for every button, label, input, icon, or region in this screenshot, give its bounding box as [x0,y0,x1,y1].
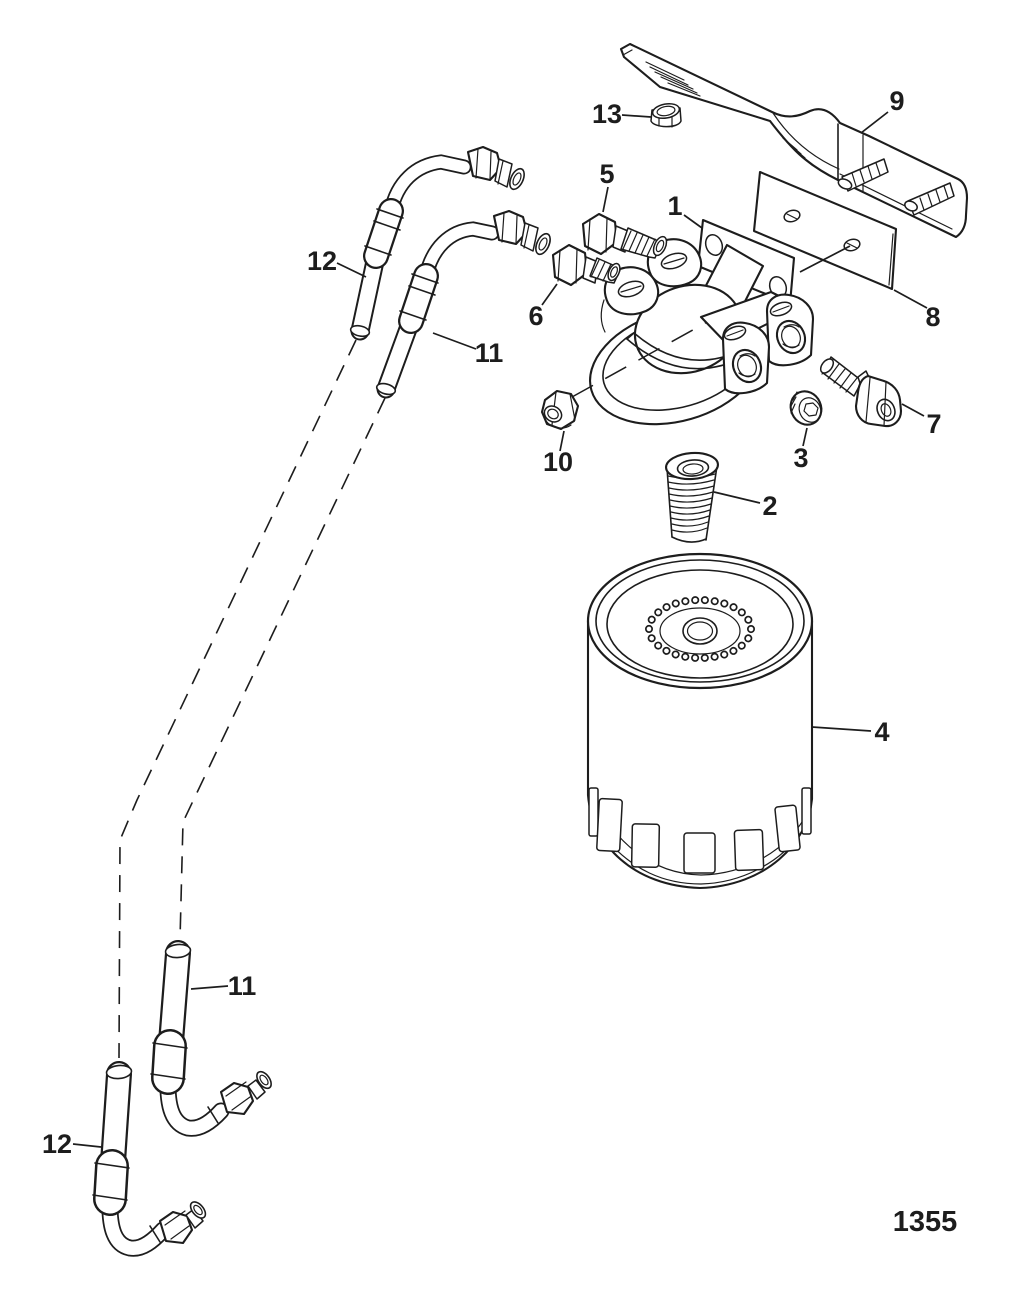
fuel-hose-12-upper [349,145,525,341]
callout-11-bottom-label: 11 [228,971,257,1001]
canister-grip-flutes [588,787,812,874]
threaded-nipple [664,451,720,543]
callout-5-leader [602,186,609,213]
hex-socket [803,402,819,417]
hose-elbow-nut [158,1210,194,1245]
hose-tube-end [349,324,371,338]
drawing-number: 1355 [893,1206,958,1238]
callout-11-top-leader [432,332,477,350]
hose-break-lines [118,339,386,1059]
callout-1-leader [683,214,703,229]
locknut [540,389,580,431]
bracket-fold-crease [772,112,840,170]
callout-9-leader [860,111,889,134]
callout-3-leader [802,427,808,447]
callout-13-leader [621,114,652,118]
connector-fitting-lower [551,243,621,287]
callout-leaders [72,111,928,1148]
callout-8-leader [893,289,928,309]
callout-10-leader [559,430,565,452]
bracket-tip-chamfer [622,49,633,56]
callout-11-top-label: 11 [475,338,504,368]
callout-4-label: 4 [874,717,889,747]
pipe-plug [789,390,823,426]
callout-9-label: 9 [889,86,904,116]
fuel-hose-12-lower [92,1061,207,1257]
callout-12-top-leader [336,262,367,278]
callout-7-leader [901,403,925,417]
callout-11-bottom-leader [190,985,229,990]
callout-3-label: 3 [793,443,808,473]
callout-4-leader [811,726,872,732]
callout-6-leader [541,283,558,306]
retainer-plate [752,170,898,291]
callout-labels: 1 2 3 4 5 6 7 8 9 10 11 12 11 12 13 1355 [42,86,957,1238]
hose-tube-end [164,943,192,959]
mounting-bracket [619,42,969,239]
hose-elbow-nut [219,1081,255,1116]
bracket-stud-upper [837,158,889,192]
bolt-axis-line [799,245,851,273]
bracket-stud-lower [904,182,955,216]
callout-2-leader [713,491,761,504]
bracket-twist-hatching [645,61,813,166]
flange-bolt-hole [704,234,724,256]
callout-2-label: 2 [762,491,777,521]
hose-tube-end [105,1064,133,1080]
connector-fitting-upper [581,212,668,259]
callout-6-label: 6 [528,301,543,331]
callout-8-label: 8 [925,302,940,332]
outlet-fitting [819,356,903,428]
callout-12-bottom-leader [72,1143,102,1148]
fuel-filter-canister [586,552,814,890]
fuel-hose-11-upper [375,209,551,399]
hose-12-break-line [118,339,357,1059]
fuel-hose-11-lower [150,940,272,1137]
callout-10-label: 10 [543,447,573,477]
callout-12-top-label: 12 [307,246,337,276]
callout-1-label: 1 [667,191,682,221]
hose-11-break-line [179,397,386,941]
callout-12-bottom-label: 12 [42,1129,72,1159]
callout-5-label: 5 [599,159,614,189]
callout-7-label: 7 [926,409,941,439]
flange-nut [650,102,682,128]
hose-tube-end [375,382,397,396]
filter-head [571,218,815,426]
callout-13-label: 13 [592,99,622,129]
